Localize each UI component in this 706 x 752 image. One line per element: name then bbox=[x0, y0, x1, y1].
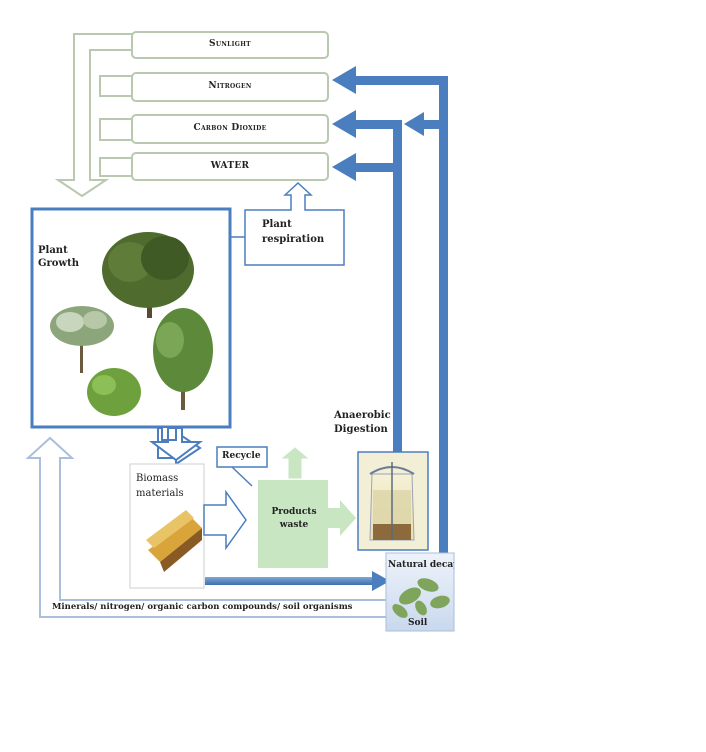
sunlight-box bbox=[131, 31, 329, 59]
plant-down-arrow bbox=[149, 427, 203, 462]
plant-growth-label: Plant Growth bbox=[38, 245, 79, 269]
soil-box bbox=[385, 552, 455, 632]
bush-icon bbox=[87, 368, 141, 416]
plant-respiration-label: Plant respiration bbox=[262, 219, 325, 245]
biomass-wood-icon bbox=[146, 510, 202, 572]
recycle-green-arrow bbox=[281, 447, 309, 479]
digester-tank-icon bbox=[369, 462, 415, 541]
water-box bbox=[131, 152, 329, 181]
minerals-return-loop bbox=[25, 436, 388, 618]
products-waste-box bbox=[258, 480, 328, 568]
tree-icon bbox=[153, 308, 213, 410]
natural-decay-label: Natural decay bbox=[388, 560, 454, 570]
water-label: WATER bbox=[210, 161, 250, 171]
biomass-to-soil-bar bbox=[205, 577, 373, 585]
minerals-label: Minerals/ nitrogen/ organic carbon compo… bbox=[52, 602, 353, 612]
nitrogen-label: Nitrogen bbox=[208, 81, 252, 91]
products-to-digester-arrow bbox=[328, 500, 356, 536]
recycle-arrow bbox=[231, 466, 253, 487]
carbon-dioxide-box bbox=[131, 114, 329, 144]
anaerobic-digestion-label: Anaerobic Digestion bbox=[334, 410, 391, 435]
soil-label: Soil bbox=[408, 618, 428, 628]
sunlight-label: Sunlight bbox=[209, 39, 251, 49]
products-waste-label: Products waste bbox=[271, 507, 317, 530]
recycle-box bbox=[216, 446, 268, 468]
nitrogen-box bbox=[131, 72, 329, 102]
biomass-to-soil-arrowhead bbox=[372, 571, 390, 591]
plant-respiration-callout bbox=[230, 181, 345, 266]
tree-icon bbox=[102, 232, 194, 318]
nutrient-bracket-arrow bbox=[54, 33, 132, 198]
nutrient-boxes bbox=[131, 31, 329, 181]
biomass-to-products-arrow bbox=[203, 489, 247, 551]
tree-icon bbox=[50, 306, 114, 373]
feedback-arrows bbox=[332, 66, 448, 566]
biomass-label: Biomass materials bbox=[136, 473, 184, 499]
leaf-icon bbox=[392, 578, 450, 618]
carbon-dioxide-label: Carbon Dioxide bbox=[193, 123, 267, 133]
recycle-label: Recycle bbox=[222, 451, 261, 461]
